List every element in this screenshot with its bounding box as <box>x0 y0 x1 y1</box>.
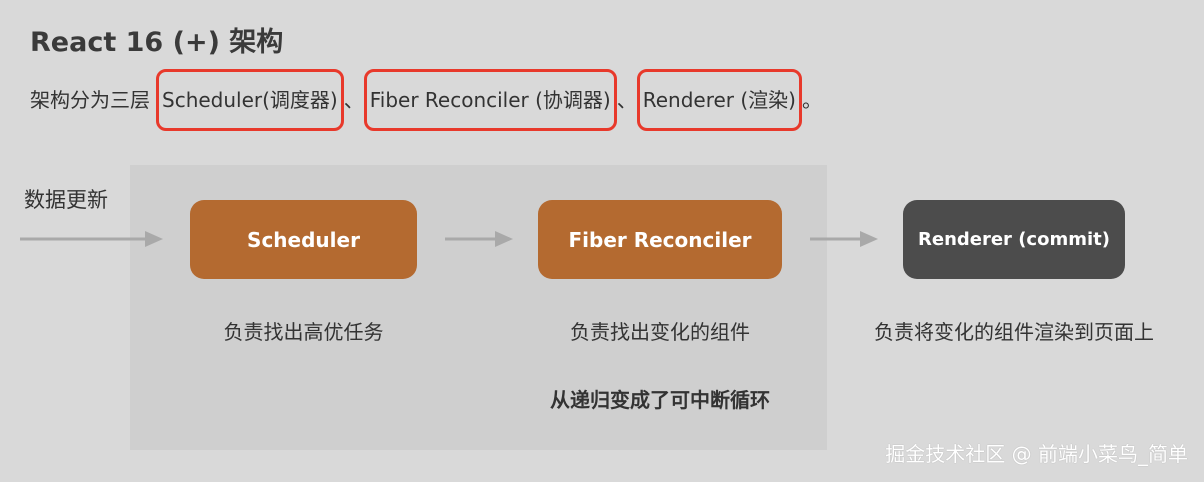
description-separator: 、 <box>343 88 364 112</box>
description-suffix: 。 <box>802 88 822 112</box>
page-title: React 16 (+) 架构 <box>30 27 284 58</box>
scheduler-node: Scheduler <box>190 200 417 279</box>
description-prefix: 架构分为三层 <box>30 88 150 112</box>
highlight-fiber-reconciler: Fiber Reconciler (协调器) <box>363 69 617 131</box>
interruptible-loop-note: 从递归变成了可中断循环 <box>550 388 770 412</box>
arrow-right-icon <box>810 231 878 247</box>
watermark: 掘金技术社区 @ 前端小菜鸟_简单 <box>885 442 1188 466</box>
fiber-reconciler-caption: 负责找出变化的组件 <box>570 320 750 344</box>
renderer-caption: 负责将变化的组件渲染到页面上 <box>874 320 1154 344</box>
highlight-renderer: Renderer (渲染) <box>636 69 802 131</box>
renderer-node: Renderer (commit) <box>903 200 1125 279</box>
arrow-right-icon <box>445 231 513 247</box>
highlight-scheduler: Scheduler(调度器) <box>156 69 344 131</box>
arrow-right-icon <box>20 231 163 247</box>
scheduler-caption: 负责找出高优任务 <box>223 320 384 344</box>
fiber-reconciler-node: Fiber Reconciler <box>538 200 782 279</box>
input-label: 数据更新 <box>24 188 108 212</box>
description-separator: 、 <box>616 88 637 112</box>
